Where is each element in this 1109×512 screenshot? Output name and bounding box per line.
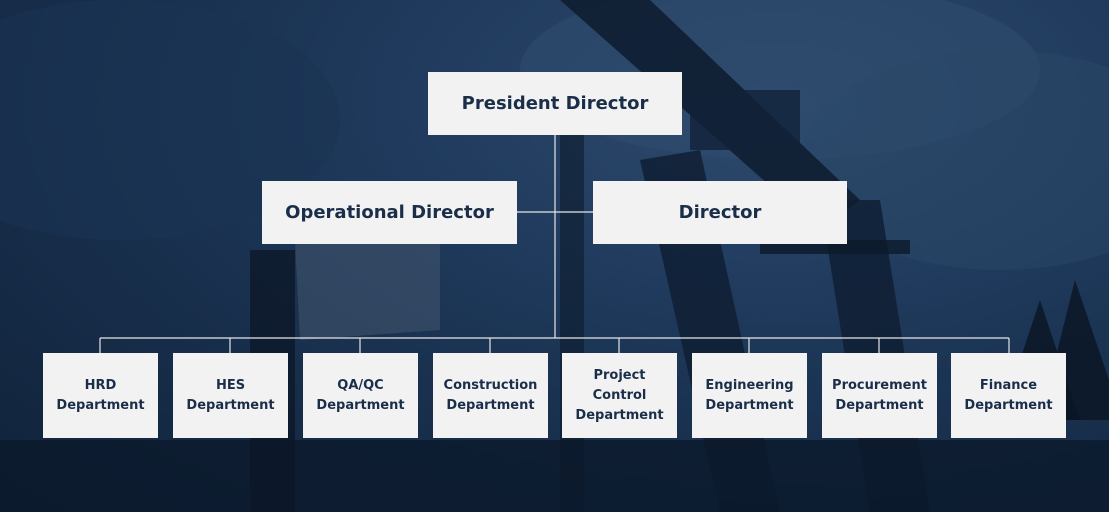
department-box-hes: HES Department [173, 353, 288, 438]
director-label: Director [678, 202, 762, 223]
department-label: Project Control Department [575, 367, 664, 423]
department-label: HRD Department [56, 377, 145, 413]
department-box-hrd: HRD Department [43, 353, 158, 438]
president-director-box: President Director [428, 72, 682, 135]
department-label: Finance Department [964, 377, 1053, 413]
department-label: Procurement Department [832, 377, 927, 413]
department-box-procurement: Procurement Department [822, 353, 937, 438]
department-box-engineering: Engineering Department [692, 353, 807, 438]
department-box-project-control: Project Control Department [562, 353, 677, 438]
department-box-qa-qc: QA/QC Department [303, 353, 418, 438]
director-box: Director [593, 181, 847, 244]
department-box-finance: Finance Department [951, 353, 1066, 438]
operational-director-box: Operational Director [262, 181, 517, 244]
department-label: Construction Department [443, 377, 538, 413]
president-director-label: President Director [461, 93, 649, 114]
department-label: QA/QC Department [316, 377, 405, 413]
operational-director-label: Operational Director [285, 202, 494, 223]
department-label: HES Department [186, 377, 275, 413]
department-box-construction: Construction Department [433, 353, 548, 438]
department-label: Engineering Department [705, 377, 794, 413]
